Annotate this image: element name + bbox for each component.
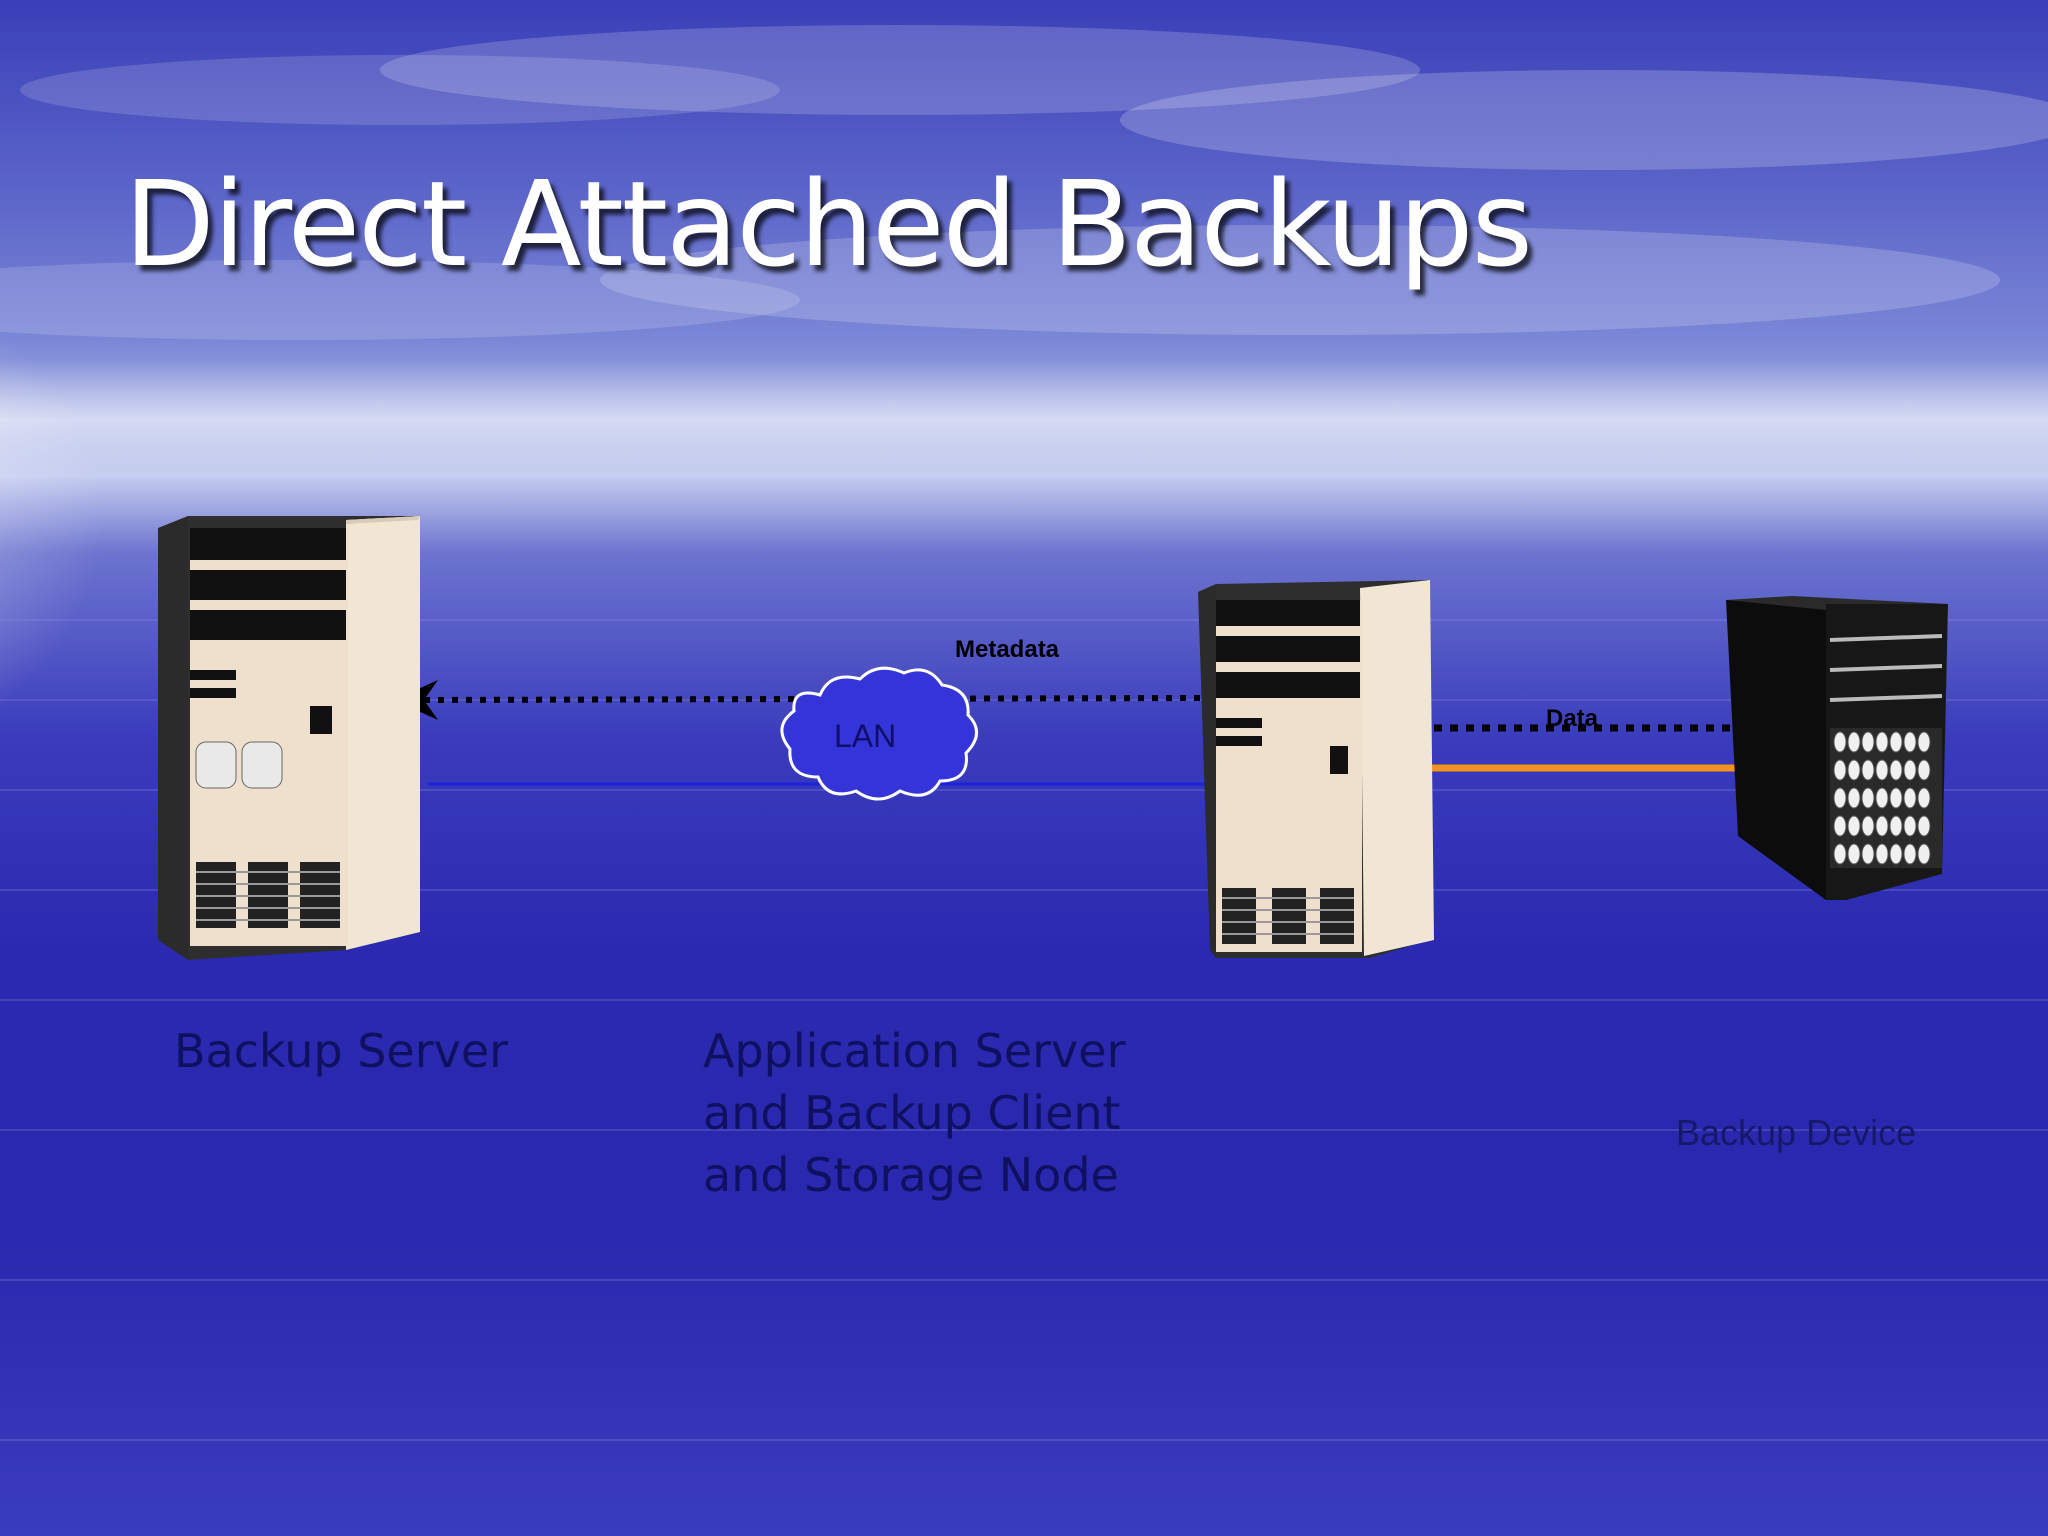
backup-server-label: Backup Server: [174, 1024, 509, 1078]
lan-label: LAN: [834, 718, 896, 754]
application-server-label-line: Application Server: [703, 1024, 1126, 1078]
metadata-label: Metadata: [955, 636, 1060, 663]
backup-server-icon: [158, 516, 420, 960]
application-server-label: Application Server and Backup Client and…: [703, 1020, 1126, 1206]
metadata-arrow: [419, 695, 1201, 703]
lan-cloud-icon: [780, 666, 978, 801]
backup-device-label: Backup Device: [1676, 1112, 1917, 1153]
data-label: Data: [1546, 705, 1599, 732]
backup-device-icon: [1726, 596, 1948, 900]
slide-title: Direct Attached Backups: [124, 155, 1533, 293]
application-server-icon: [1198, 580, 1434, 958]
application-server-label-line: and Backup Client: [703, 1086, 1121, 1140]
application-server-label-line: and Storage Node: [703, 1148, 1119, 1202]
